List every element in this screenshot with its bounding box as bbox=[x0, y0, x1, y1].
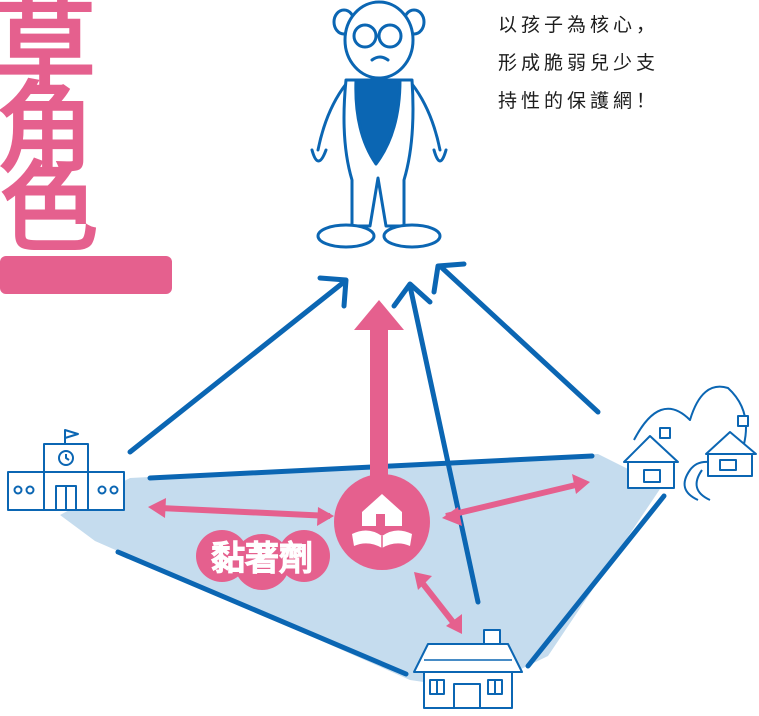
adhesive-to-home bbox=[417, 578, 459, 628]
adhesive-to-home-tail bbox=[414, 572, 432, 590]
caption-line-1: 以孩子為核心， bbox=[498, 14, 660, 36]
adhesive-to-school-head bbox=[148, 498, 166, 518]
arrow-school-to-child bbox=[127, 279, 347, 455]
community-houses-icon bbox=[623, 385, 757, 501]
vertical-title: 草 角 色 bbox=[0, 0, 172, 294]
caption-line-3: 持性的保護網！ bbox=[498, 90, 660, 112]
adhesive-to-school-tail bbox=[317, 507, 334, 526]
title-char-1: 草 bbox=[0, 0, 96, 107]
arrow-home-head bbox=[391, 281, 433, 309]
adhesive-arrows bbox=[148, 300, 590, 634]
adhesive-label: 黏著劑 bbox=[196, 530, 330, 590]
school-icon bbox=[7, 429, 125, 511]
child-figure-icon bbox=[310, 0, 448, 249]
caption: 以孩子為核心， 形成脆弱兒少支 持性的保護網！ bbox=[498, 6, 738, 120]
adhesive-to-community-tail bbox=[442, 507, 462, 526]
adhesive-to-home-head bbox=[446, 614, 462, 634]
support-arrows bbox=[127, 261, 601, 605]
title-char-3: 色 bbox=[0, 151, 98, 266]
title-underline bbox=[0, 256, 172, 294]
home-icon bbox=[413, 629, 523, 709]
edge-community-home bbox=[525, 493, 667, 669]
arrow-school-head bbox=[317, 275, 349, 309]
arrow-home-to-child bbox=[407, 283, 481, 605]
adhesive-to-school bbox=[159, 505, 331, 519]
adhesive-up-head bbox=[354, 300, 404, 330]
adhesive-text: 黏著劑 bbox=[211, 539, 313, 579]
adhesive-to-community-head bbox=[572, 474, 590, 494]
title-char-2: 角 bbox=[0, 71, 94, 186]
adhesive-up-shaft bbox=[370, 322, 388, 488]
home-book-icon bbox=[334, 474, 430, 570]
adhesive-to-community bbox=[445, 481, 581, 519]
edge-school-home bbox=[115, 549, 409, 677]
caption-line-2: 形成脆弱兒少支 bbox=[498, 52, 660, 74]
arrow-community-to-child bbox=[437, 263, 601, 415]
arrow-community-head bbox=[431, 261, 467, 295]
